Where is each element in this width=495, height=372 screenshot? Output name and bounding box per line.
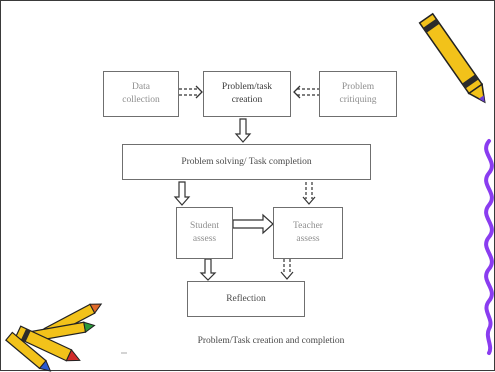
arrow-creation-to-solving [234, 118, 252, 143]
box-data-collection: Data collection [103, 71, 179, 117]
box-teacher-assess-label: Teacher assess [293, 221, 323, 244]
arrow-solving-to-student [173, 181, 191, 206]
crayon-icon [418, 12, 486, 104]
arrow-student-to-reflection [199, 258, 217, 281]
box-problem-solving-label: Problem solving/ Task completion [181, 156, 312, 167]
box-problem-critiquing: Problem critiquing [319, 71, 397, 117]
box-problem-critiquing-label: Problem critiquing [339, 82, 377, 105]
box-reflection-label: Reflection [226, 293, 266, 304]
box-problem-creation-label: Problem/task creation [221, 82, 273, 105]
box-reflection: Reflection [187, 281, 305, 317]
box-problem-solving: Problem solving/ Task completion [122, 144, 371, 180]
box-problem-creation: Problem/task creation [203, 71, 291, 117]
crayons-cluster-icon [5, 303, 103, 372]
arrow-solving-to-teacher [302, 182, 316, 205]
diagram-caption: Problem/Task creation and completion [197, 336, 345, 346]
box-data-collection-label: Data collection [122, 82, 160, 105]
arrow-critiquing-to-creation [293, 85, 319, 99]
box-teacher-assess: Teacher assess [273, 207, 343, 259]
box-student-assess: Student assess [176, 207, 233, 259]
squiggle-line [484, 139, 494, 355]
arrow-teacher-to-reflection [280, 259, 294, 280]
arrow-data-to-creation [179, 85, 203, 99]
arrow-student-to-teacher [232, 213, 274, 235]
box-student-assess-label: Student assess [189, 221, 220, 244]
